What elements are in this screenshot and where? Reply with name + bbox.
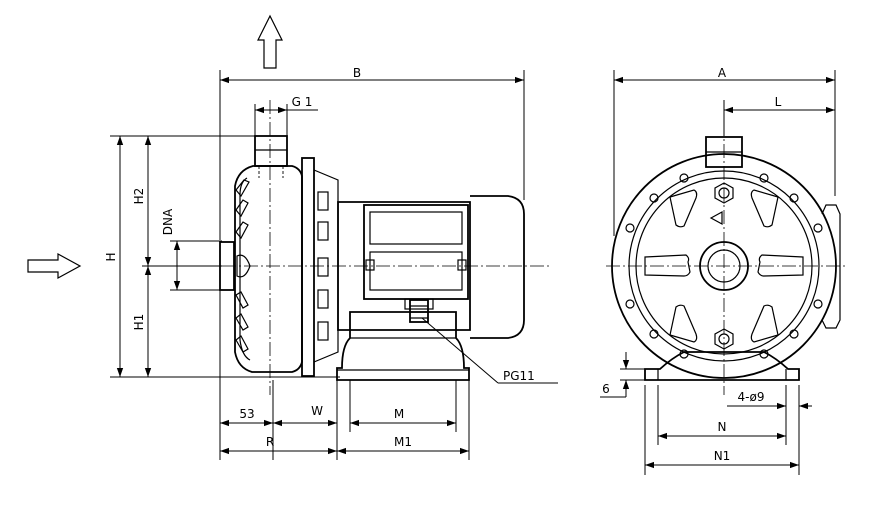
cable-gland-label: PG11 <box>503 369 535 383</box>
dim-l-label: L <box>775 95 782 109</box>
dim-n-label: N <box>718 420 727 434</box>
side-view: A L 6 4-ø9 N N1 <box>600 66 846 475</box>
dim-h2-label: H2 <box>132 188 146 205</box>
dim-m1-label: M1 <box>394 435 412 449</box>
dim-6-label: 6 <box>602 382 610 396</box>
dim-dna-label: DNA <box>161 208 175 235</box>
dim-m-label: M <box>394 407 404 421</box>
dim-g1-label: G 1 <box>292 95 313 109</box>
front-view: B G 1 H H2 H1 DNA 53 W M R M1 PG11 <box>104 66 558 460</box>
dim-h-label: H <box>104 252 118 261</box>
dim-53-label: 53 <box>239 407 254 421</box>
dim-w-label: W <box>311 404 323 418</box>
dim-a-label: A <box>718 66 727 80</box>
dim-b-label: B <box>353 66 361 80</box>
dim-h1-label: H1 <box>132 314 146 331</box>
dim-n1-label: N1 <box>714 449 731 463</box>
dim-r-label: R <box>266 435 274 449</box>
mount-holes-label: 4-ø9 <box>738 390 765 404</box>
inlet-flow-arrow-icon <box>27 252 82 280</box>
outlet-flow-arrow-icon <box>257 14 283 69</box>
